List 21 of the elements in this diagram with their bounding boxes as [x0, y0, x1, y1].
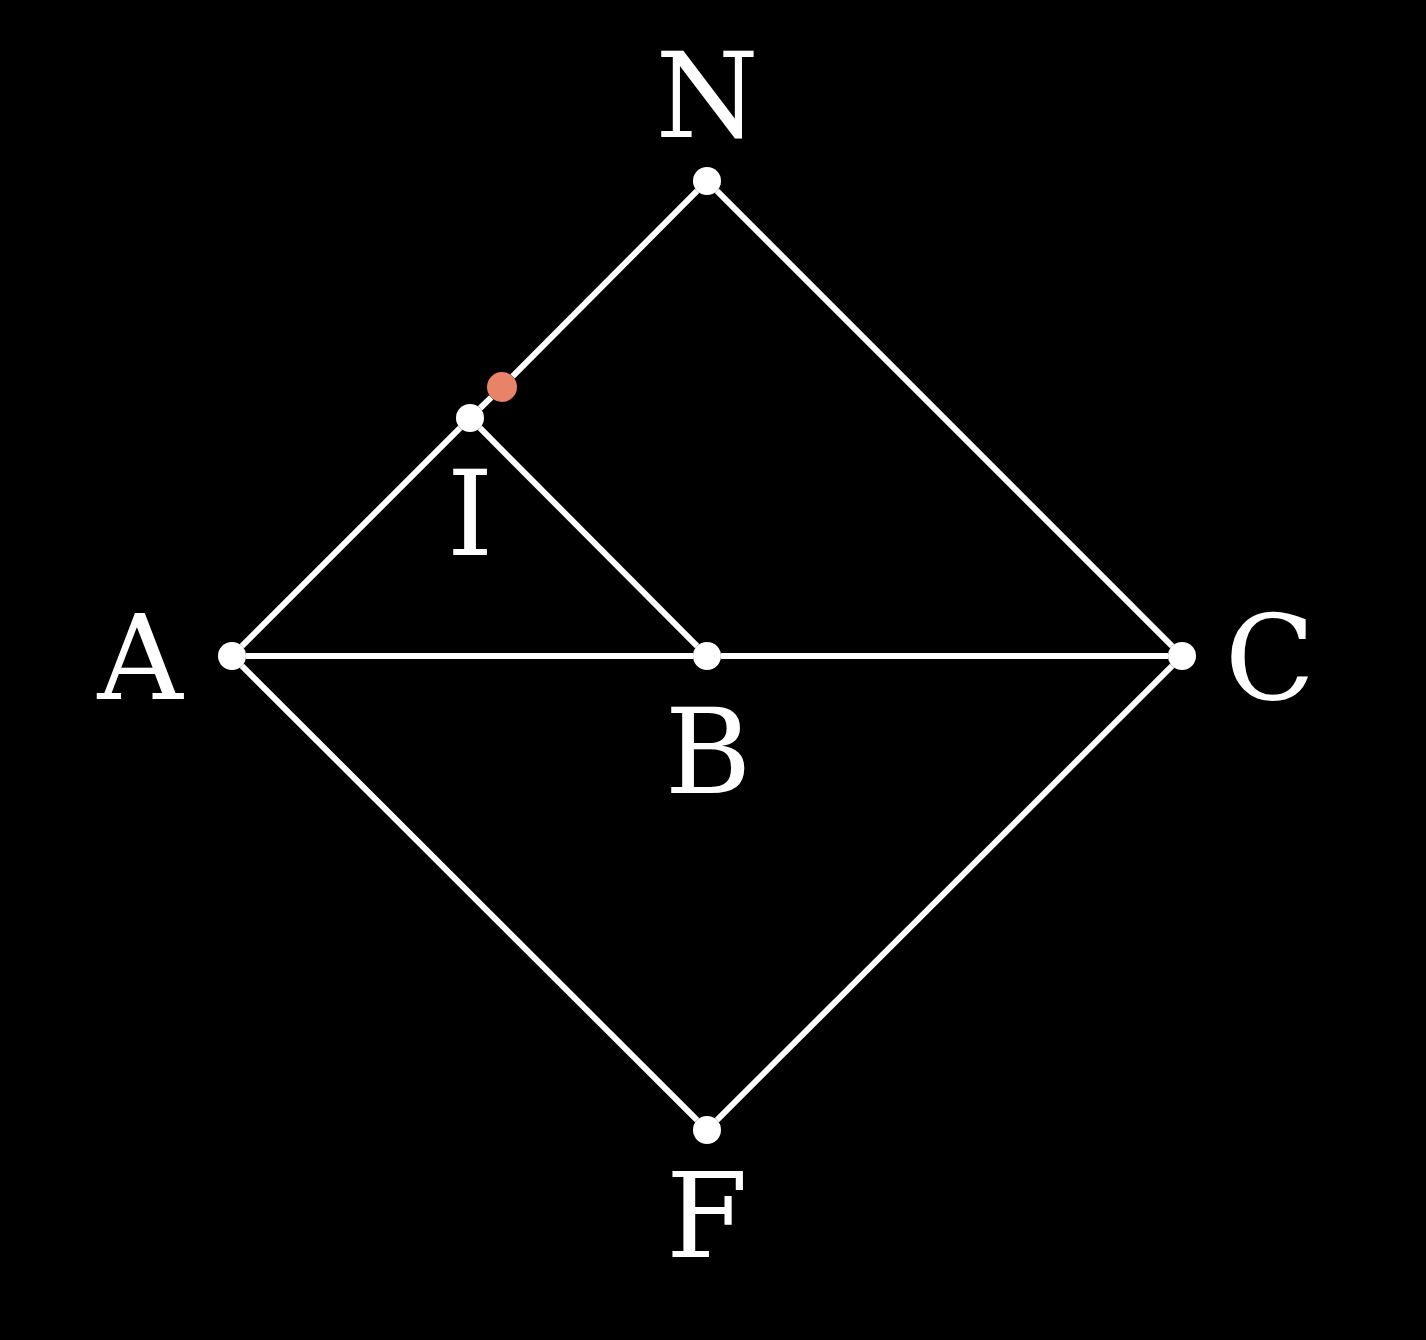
line-segment	[239, 663, 700, 1123]
point-label: N	[655, 37, 759, 155]
point-dot	[218, 642, 246, 670]
point-dot	[693, 167, 721, 195]
line-segment	[510, 188, 700, 379]
line-segment	[477, 425, 700, 649]
point-dot	[693, 1116, 721, 1144]
point-label: B	[664, 693, 752, 811]
point-dot	[487, 372, 517, 402]
point-dot	[1168, 642, 1196, 670]
line-segment	[714, 188, 1175, 649]
line-segment	[239, 425, 463, 649]
point-label: A	[97, 599, 183, 717]
point-label: F	[666, 1157, 748, 1275]
line-segment	[246, 653, 693, 659]
point-label: C	[1224, 599, 1316, 717]
point-dot	[693, 642, 721, 670]
line-segment	[714, 663, 1175, 1123]
point-label: I	[446, 455, 494, 573]
point-dot	[456, 404, 484, 432]
line-segment	[721, 653, 1168, 659]
